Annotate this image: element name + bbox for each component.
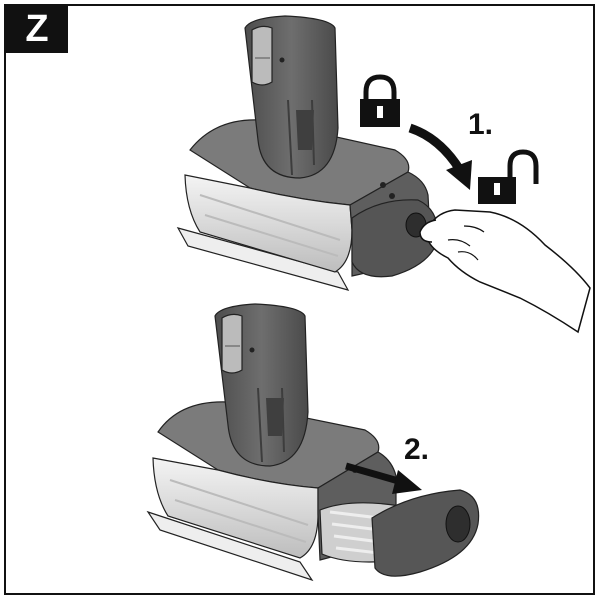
step-2-label: 2. [404, 433, 430, 466]
step-1-label: 1. [468, 108, 494, 141]
rotate-arrow-icon [408, 123, 472, 190]
brush-head-top [176, 15, 439, 291]
brush-head-bottom [146, 303, 480, 582]
pull-arrow-icon [345, 462, 422, 494]
padlock-locked-icon [360, 74, 400, 127]
padlock-unlocked-icon [478, 149, 539, 204]
figure-label: Z [6, 6, 68, 53]
hand-illustration [419, 209, 591, 334]
